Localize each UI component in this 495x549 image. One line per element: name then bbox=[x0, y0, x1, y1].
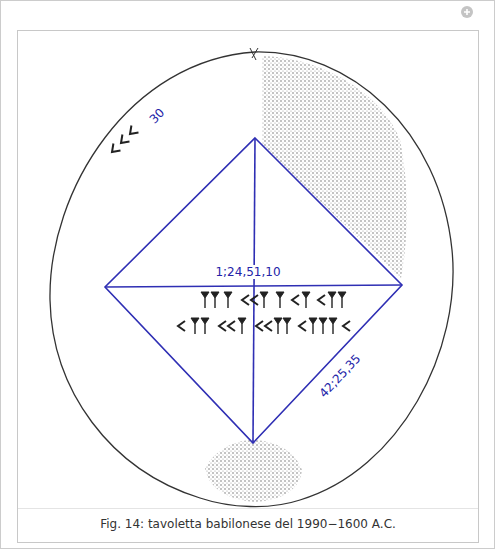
square-diagonals bbox=[105, 138, 402, 443]
zoom-icon bbox=[461, 6, 473, 18]
tablet-notch bbox=[250, 48, 258, 60]
caption-divider bbox=[18, 508, 478, 509]
figure-caption: Fig. 14: tavoletta babilonese del 1990−1… bbox=[18, 516, 478, 532]
measure-label: 1;24,51,10 bbox=[213, 265, 282, 279]
stipple-area bbox=[205, 440, 302, 502]
tablet-outline bbox=[50, 52, 453, 507]
image-frame bbox=[18, 31, 479, 543]
cuneiform-signs bbox=[108, 126, 350, 334]
